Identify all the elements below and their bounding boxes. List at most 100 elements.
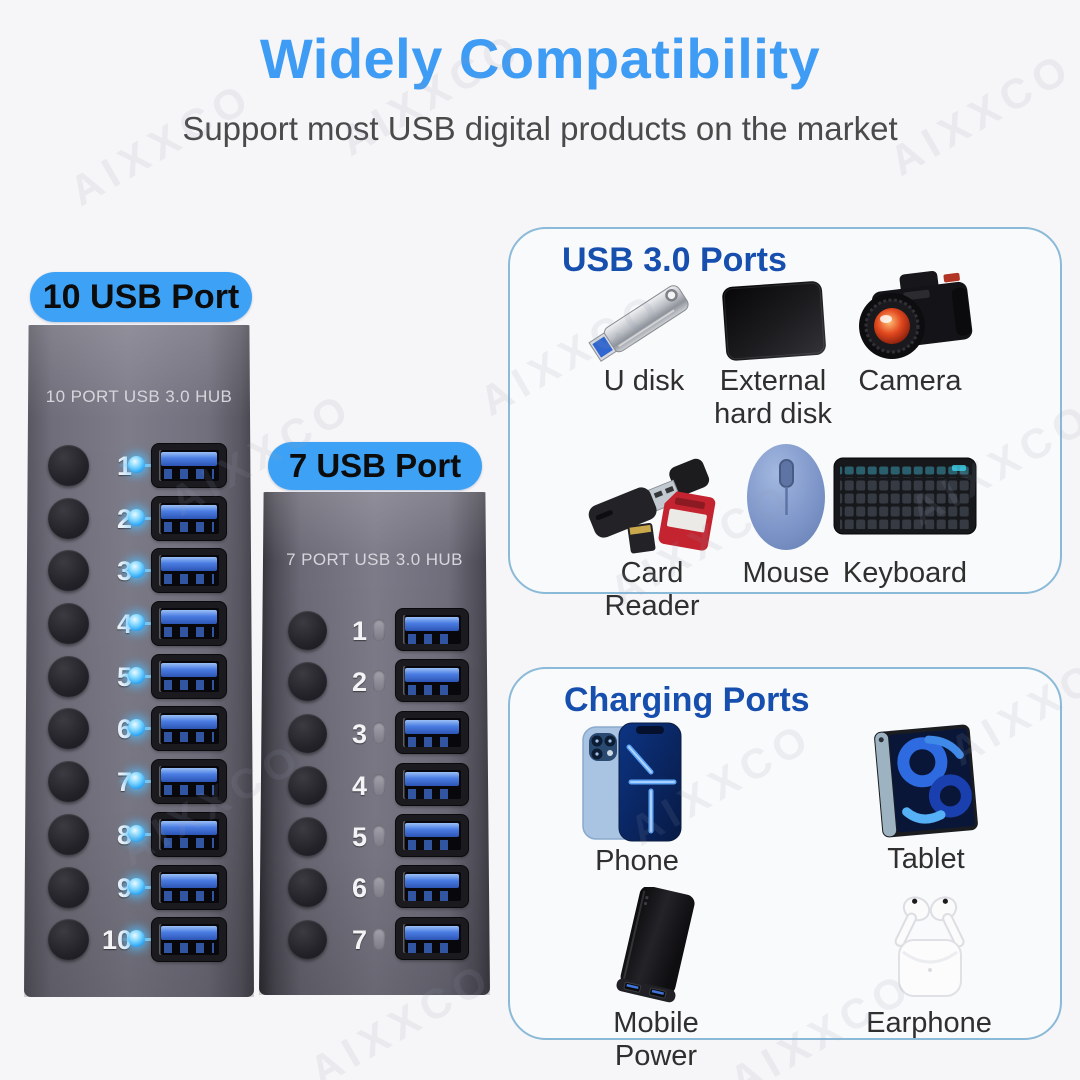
power-button <box>288 766 327 805</box>
usb-port <box>396 918 468 959</box>
device-item-mouse: Mouse <box>736 437 836 590</box>
port-number: 2 <box>351 667 367 697</box>
usb-port <box>152 444 226 487</box>
power-button <box>48 919 89 960</box>
port-number: 7 <box>351 925 367 955</box>
hub-body-label: 7 PORT USB 3.0 HUB <box>286 550 463 569</box>
badge-7-usb-port: 7 USB Port <box>268 442 482 490</box>
device-item-card-reader: Card Reader <box>572 437 732 623</box>
led-glow <box>118 569 176 572</box>
power-button <box>288 611 327 650</box>
device-label: U disk <box>603 365 685 397</box>
led-indicator-off <box>373 774 385 796</box>
power-button <box>48 498 89 539</box>
hub-port-row: 5 <box>259 815 490 861</box>
usb-port <box>152 866 226 909</box>
led-glow <box>118 886 176 889</box>
device-label: Mobile Power <box>613 1007 699 1072</box>
hub-port-row: 2 <box>259 660 490 706</box>
usb-port <box>152 655 226 698</box>
device-label: Earphone <box>866 1007 992 1039</box>
power-button <box>48 550 89 591</box>
badge-10-usb-port: 10 USB Port <box>30 272 252 322</box>
led-glow <box>118 464 176 467</box>
device-label: Mouse <box>742 557 830 589</box>
device-label: Camera <box>858 365 962 397</box>
card-reader-icon <box>588 458 716 554</box>
power-bank-icon <box>616 887 695 1003</box>
device-label: Tablet <box>887 843 965 875</box>
hub-port-row: 2 <box>24 497 254 543</box>
device-item-camera: Camera <box>834 265 986 398</box>
led-glow <box>118 833 176 836</box>
power-button <box>48 445 89 486</box>
earphone-icon <box>894 896 965 997</box>
camera-icon <box>859 270 973 359</box>
led-indicator-on <box>128 667 145 684</box>
power-button <box>48 656 89 697</box>
led-glow <box>118 622 176 625</box>
power-button <box>48 603 89 644</box>
led-indicator-off <box>373 825 385 847</box>
hub-port-row: 6 <box>259 866 490 912</box>
hub-port-row: 10 <box>24 918 254 964</box>
device-item-power-bank: Mobile Power <box>588 887 724 1073</box>
power-button <box>288 920 327 959</box>
usb-port <box>396 712 468 753</box>
hub-port-row: 4 <box>259 764 490 810</box>
page-subtitle: Support most USB digital products on the… <box>182 110 898 147</box>
led-indicator-on <box>128 930 145 947</box>
usb-port <box>152 602 226 645</box>
port-number: 6 <box>351 873 367 903</box>
led-indicator-on <box>128 614 145 631</box>
hub-port-row: 4 <box>24 602 254 648</box>
led-indicator-off <box>373 722 385 744</box>
charging-ports-panel: Charging Ports <box>508 667 1062 1072</box>
led-indicator-on <box>128 878 145 895</box>
led-indicator-off <box>373 619 385 641</box>
hub-port-row: 6 <box>24 707 254 753</box>
port-number: 3 <box>351 719 367 749</box>
usb-port <box>152 497 226 540</box>
hub-port-row: 3 <box>24 549 254 595</box>
led-indicator-off <box>373 876 385 898</box>
usb-port <box>396 815 468 856</box>
device-item-phone: Phone <box>572 719 702 878</box>
phone-icon <box>582 722 682 842</box>
led-indicator-on <box>128 561 145 578</box>
device-item-earphone: Earphone <box>862 885 996 1040</box>
usb-port <box>152 707 226 750</box>
power-button <box>288 714 327 753</box>
usb-port <box>396 764 468 805</box>
led-glow <box>118 517 176 520</box>
usb-flash-drive-icon <box>588 285 689 362</box>
panel-title: Charging Ports <box>564 681 810 719</box>
usb-port <box>152 549 226 592</box>
led-glow <box>118 938 176 941</box>
page-title: Widely Compatibility <box>259 27 821 90</box>
port-number: 4 <box>351 771 367 801</box>
power-button <box>48 708 89 749</box>
led-indicator-on <box>128 456 145 473</box>
hub-port-row: 3 <box>259 712 490 758</box>
power-button <box>48 867 89 908</box>
power-button <box>48 814 89 855</box>
hub-port-row: 1 <box>259 609 490 655</box>
led-glow <box>118 727 176 730</box>
hub-port-row: 1 <box>24 444 254 490</box>
led-indicator-on <box>128 825 145 842</box>
external-hard-disk-icon <box>722 281 826 361</box>
led-indicator-on <box>128 772 145 789</box>
power-button <box>288 817 327 856</box>
usb-port <box>152 813 226 856</box>
hub-port-row: 7 <box>24 760 254 806</box>
device-item-u-disk: U disk <box>574 275 714 398</box>
tablet-icon <box>874 724 978 838</box>
hub-port-row: 8 <box>24 813 254 859</box>
device-label: Card Reader <box>604 557 700 622</box>
usb-port <box>396 609 468 650</box>
device-label: External hard disk <box>714 365 832 430</box>
usb-hub-10-port: 10 PORT USB 3.0 HUB 1 2 3 4 <box>24 325 254 997</box>
port-number: 1 <box>351 616 367 646</box>
